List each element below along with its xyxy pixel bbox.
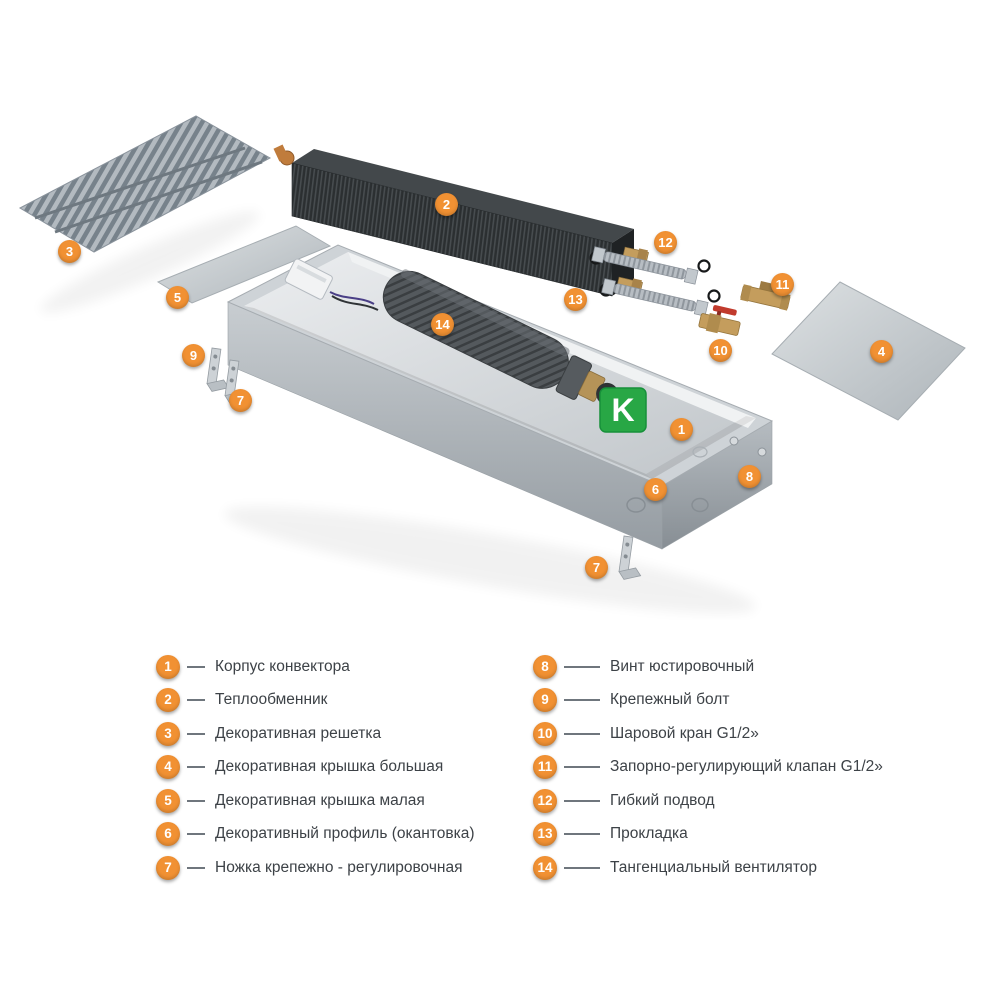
legend-label: Шаровой кран G1/2»	[610, 724, 759, 742]
legend-label: Декоративная решетка	[215, 724, 382, 742]
legend-number-badge: 1	[156, 654, 180, 679]
big-cover-part	[771, 281, 966, 421]
legend-label: Тангенциальный вентилятор	[610, 858, 817, 876]
legend-item: 14 Тангенциальный вентилятор	[533, 851, 883, 885]
mounting-bracket-part	[206, 347, 230, 392]
legend-number-badge: 13	[533, 822, 557, 847]
callout-badge: 3	[58, 240, 81, 263]
legend-right-column: 8 Винт юстировочный 9 Крепежный болт 10 …	[533, 650, 883, 885]
exploded-diagram: K 3 2 5 12 13 11 10 4 9 7 14 1	[18, 115, 966, 614]
callout-badge: 7	[229, 389, 252, 412]
legend-item: 3 Декоративная решетка	[156, 717, 475, 751]
ball-valve-part	[698, 305, 741, 336]
legend-number-badge: 8	[533, 654, 557, 679]
legend-dash	[564, 665, 600, 668]
legend-label: Декоративный профиль (окантовка)	[215, 825, 475, 843]
callout-badge: 8	[738, 465, 761, 488]
legend-label: Корпус конвектора	[215, 657, 350, 675]
legend-number-badge: 6	[156, 822, 180, 847]
adjusting-screws-part	[729, 436, 767, 457]
legend-label: Прокладка	[610, 825, 688, 843]
legend-item: 2 Теплообменник	[156, 684, 475, 718]
legend-dash	[564, 866, 600, 869]
legend-dash	[564, 732, 600, 735]
callout-badge: 7	[585, 556, 608, 579]
callout-badge: 11	[771, 273, 794, 296]
legend-number-badge: 3	[156, 721, 180, 746]
legend-dash	[564, 833, 600, 836]
callout-badge: 6	[644, 478, 667, 501]
legend-label: Ножка крепежно - регулировочная	[215, 858, 463, 876]
callout-badge: 13	[564, 288, 587, 311]
legend-item: 13 Прокладка	[533, 818, 883, 852]
callout-badge: 1	[670, 418, 693, 441]
flexible-hose-part	[591, 246, 709, 317]
legend-number-badge: 5	[156, 788, 180, 813]
fan-part	[382, 269, 619, 405]
callout-badge: 4	[870, 340, 893, 363]
legend-item: 9 Крепежный болт	[533, 684, 883, 718]
legend-item: 12 Гибкий подвод	[533, 784, 883, 818]
legend-dash	[187, 799, 205, 802]
legend-item: 4 Декоративная крышка большая	[156, 751, 475, 785]
legend-dash	[187, 732, 205, 735]
legend-number-badge: 4	[156, 755, 180, 780]
legend-dash	[187, 665, 205, 668]
legend-label: Теплообменник	[215, 691, 328, 709]
callout-badge: 5	[166, 286, 189, 309]
legend-number-badge: 2	[156, 688, 180, 713]
legend-number-badge: 10	[533, 721, 557, 746]
shadows	[40, 211, 756, 614]
legend-item: 10 Шаровой кран G1/2»	[533, 717, 883, 751]
legend-item: 6 Декоративный профиль (окантовка)	[156, 818, 475, 852]
legend-number-badge: 14	[533, 855, 557, 880]
brand-logo-letter: K	[611, 392, 634, 428]
callout-badge: 14	[431, 313, 454, 336]
callout-badge: 2	[435, 193, 458, 216]
legend-dash	[187, 766, 205, 769]
exploded-view-svg: K	[18, 115, 966, 614]
legend-label: Декоративная крышка малая	[215, 791, 425, 809]
legend-left-column: 1 Корпус конвектора 2 Теплообменник 3 Де…	[156, 650, 475, 885]
legend-label: Гибкий подвод	[610, 791, 715, 809]
legend-label: Крепежный болт	[610, 691, 730, 709]
legend-number-badge: 9	[533, 688, 557, 713]
legend-item: 1 Корпус конвектора	[156, 650, 475, 684]
control-box-part	[284, 258, 379, 311]
legend-item: 7 Ножка крепежно - регулировочная	[156, 851, 475, 885]
leg-bracket-part	[618, 535, 642, 580]
legend-number-badge: 12	[533, 788, 557, 813]
legend-dash	[564, 766, 600, 769]
callout-badge: 10	[709, 339, 732, 362]
legend-number-badge: 11	[533, 755, 557, 780]
callout-badge: 12	[654, 231, 677, 254]
legend-label: Запорно-регулирующий клапан G1/2»	[610, 758, 883, 776]
legend-dash	[187, 866, 205, 869]
callout-badge: 9	[182, 344, 205, 367]
legend-item: 8 Винт юстировочный	[533, 650, 883, 684]
legend-number-badge: 7	[156, 855, 180, 880]
legend-item: 11 Запорно-регулирующий клапан G1/2»	[533, 751, 883, 785]
legend-item: 5 Декоративная крышка малая	[156, 784, 475, 818]
legend-dash	[187, 699, 205, 702]
brand-logo: K	[599, 387, 647, 433]
legend-label: Винт юстировочный	[610, 657, 755, 675]
legend-label: Декоративная крышка большая	[215, 758, 444, 776]
grille-part	[18, 115, 272, 253]
legend-dash	[564, 799, 600, 802]
legend-dash	[564, 699, 600, 702]
legend-dash	[187, 833, 205, 836]
